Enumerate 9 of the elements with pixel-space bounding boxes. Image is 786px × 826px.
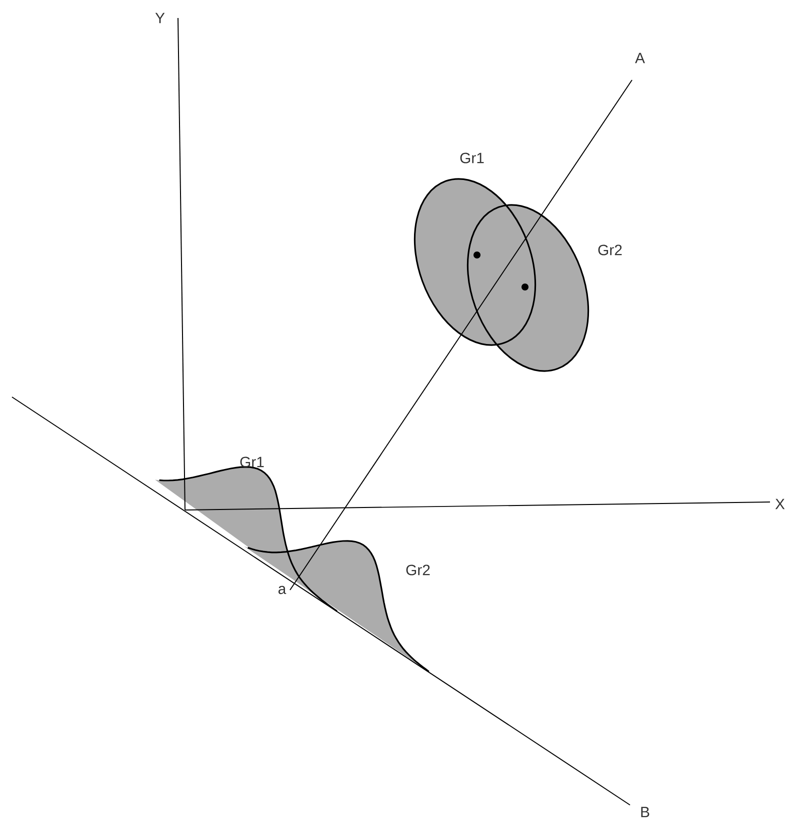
axis-label: Gr2	[598, 244, 622, 256]
axis-label: a	[278, 586, 286, 594]
axis-label: Gr2	[406, 564, 430, 576]
axis-label: B	[641, 806, 650, 818]
axis-label: X	[775, 498, 785, 510]
axis-label: Y	[155, 12, 165, 24]
axis-label: Gr1	[460, 152, 484, 164]
axis-label: Gr1	[240, 456, 264, 468]
axis-label: A	[635, 52, 645, 64]
